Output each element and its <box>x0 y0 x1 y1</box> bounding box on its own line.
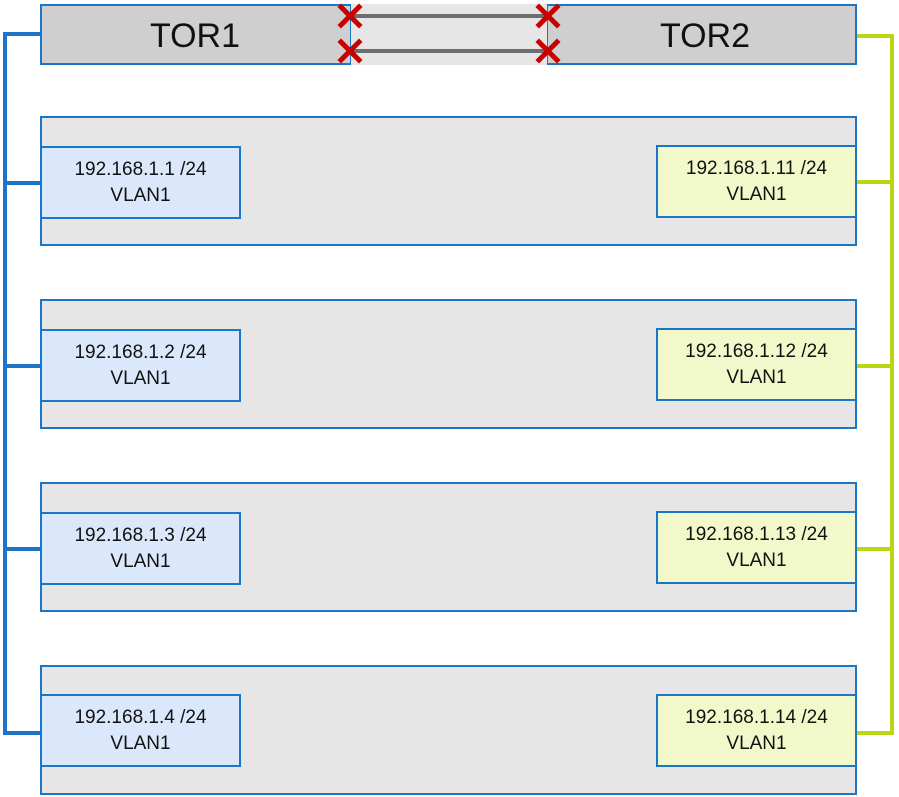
nic-ip: 192.168.1.3 /24 <box>74 525 207 546</box>
host-2-left-nic: 192.168.1.2 /24 VLAN1 <box>40 329 241 402</box>
nic-vlan: VLAN1 <box>110 733 171 754</box>
tor2-trunk <box>857 34 894 735</box>
host-4-left-nic: 192.168.1.4 /24 VLAN1 <box>40 694 241 767</box>
nic-vlan: VLAN1 <box>110 368 171 389</box>
tor2-uplinks <box>857 34 894 735</box>
host-1-right-nic: 192.168.1.11 /24 VLAN1 <box>656 145 857 218</box>
host-2-right-nic: 192.168.1.12 /24 VLAN1 <box>656 328 857 401</box>
tor1-uplinks <box>3 32 40 735</box>
host-4-right-nic: 192.168.1.14 /24 VLAN1 <box>656 694 857 767</box>
nic-vlan: VLAN1 <box>110 185 171 206</box>
nic-vlan: VLAN1 <box>726 367 787 388</box>
nic-ip: 192.168.1.14 /24 <box>685 707 828 728</box>
nic-vlan: VLAN1 <box>726 733 787 754</box>
tor2-label: TOR2 <box>659 17 751 55</box>
nic-vlan: VLAN1 <box>726 550 787 571</box>
tor1-label: TOR1 <box>149 17 241 55</box>
red-x-icon <box>337 38 363 64</box>
red-x-icon <box>337 3 363 29</box>
nic-ip: 192.168.1.13 /24 <box>685 524 828 545</box>
nic-ip: 192.168.1.2 /24 <box>74 342 207 363</box>
nic-ip: 192.168.1.1 /24 <box>74 159 207 180</box>
nic-ip: 192.168.1.12 /24 <box>685 341 828 362</box>
red-x-icon <box>535 38 561 64</box>
host-3-left-nic: 192.168.1.3 /24 VLAN1 <box>40 512 241 585</box>
nic-ip: 192.168.1.11 /24 <box>685 158 828 179</box>
host-1-left-nic: 192.168.1.1 /24 VLAN1 <box>40 146 241 219</box>
tor1-trunk <box>3 32 40 735</box>
red-x-icon <box>535 3 561 29</box>
host-3-right-nic: 192.168.1.13 /24 VLAN1 <box>656 511 857 584</box>
nic-vlan: VLAN1 <box>726 184 787 205</box>
nic-vlan: VLAN1 <box>110 551 171 572</box>
nic-ip: 192.168.1.4 /24 <box>74 707 207 728</box>
